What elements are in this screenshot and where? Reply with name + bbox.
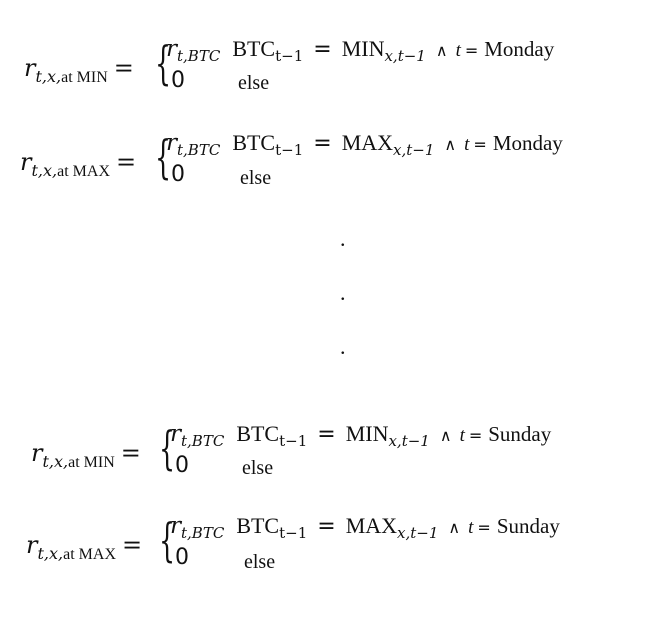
zero-value: 0 [175, 453, 189, 478]
equation-lhs: rt,x,at MIN = [31, 439, 141, 472]
left-brace: { [159, 421, 176, 475]
condition: BTCt−1=MINx,t−1∧t=Sunday [236, 421, 552, 450]
return-variable: r [26, 531, 38, 559]
else-label: else [240, 167, 272, 189]
return-variable: r [24, 54, 36, 82]
case-one: rt,BTC BTCt−1=MAXx,t−1∧t=Sunday [170, 513, 560, 542]
return-subscript: t,x,at MAX [37, 544, 116, 563]
condition: BTCt−1=MAXx,t−1∧t=Sunday [236, 513, 560, 542]
equation-max-sunday: rt,x,at MAX = { rt,BTC BTCt−1=MAXx,t−1∧t=S… [0, 507, 652, 587]
ellipsis-dot: . [340, 334, 346, 359]
weekday: Monday [484, 37, 555, 61]
return-subscript: t,x,at MIN [35, 67, 108, 86]
case-one: rt,BTC BTCt−1=MAXx,t−1∧t=Monday [166, 130, 563, 159]
zero-value: 0 [175, 545, 189, 570]
left-brace: { [155, 36, 172, 90]
weekday: Monday [492, 131, 563, 155]
else-label: else [238, 72, 270, 94]
case-one: rt,BTC BTCt−1=MINx,t−1∧t=Sunday [170, 421, 551, 450]
return-subscript: t,x,at MIN [42, 452, 115, 471]
else-label: else [242, 457, 274, 479]
equals-sign: = [116, 148, 137, 176]
zero-value: 0 [171, 162, 185, 187]
return-variable: r [20, 148, 32, 176]
return-subscript: t,x,at MAX [31, 161, 110, 180]
left-brace: { [159, 513, 176, 567]
equation-min-monday: rt,x,at MIN = { rt,BTC BTCt−1=MINx,t−1∧t=M… [0, 30, 652, 110]
left-brace: { [155, 130, 172, 184]
equals-sign: = [122, 531, 143, 559]
equation-lhs: rt,x,at MAX = [20, 148, 136, 181]
equation-min-sunday: rt,x,at MIN = { rt,BTC BTCt−1=MINx,t−1∧t=S… [0, 415, 652, 495]
weekday: Sunday [496, 514, 560, 538]
btc-return: rt,BTC [166, 36, 221, 65]
condition: BTCt−1=MINx,t−1∧t=Monday [232, 36, 555, 65]
ellipsis-dot: . [340, 280, 346, 305]
equals-sign: = [113, 54, 134, 82]
btc-return: rt,BTC [170, 421, 225, 450]
weekday: Sunday [488, 422, 552, 446]
condition: BTCt−1=MAXx,t−1∧t=Monday [232, 130, 563, 159]
else-label: else [244, 551, 276, 573]
case-one: rt,BTC BTCt−1=MINx,t−1∧t=Monday [166, 36, 554, 65]
equals-sign: = [120, 439, 141, 467]
btc-return: rt,BTC [166, 130, 221, 159]
ellipsis-dot: . [340, 226, 346, 251]
equation-lhs: rt,x,at MAX = [26, 531, 142, 564]
equation-lhs: rt,x,at MIN = [24, 54, 134, 87]
btc-return: rt,BTC [170, 513, 225, 542]
equation-max-monday: rt,x,at MAX = { rt,BTC BTCt−1=MAXx,t−1∧t=M… [0, 124, 652, 204]
zero-value: 0 [171, 68, 185, 93]
return-variable: r [31, 439, 43, 467]
